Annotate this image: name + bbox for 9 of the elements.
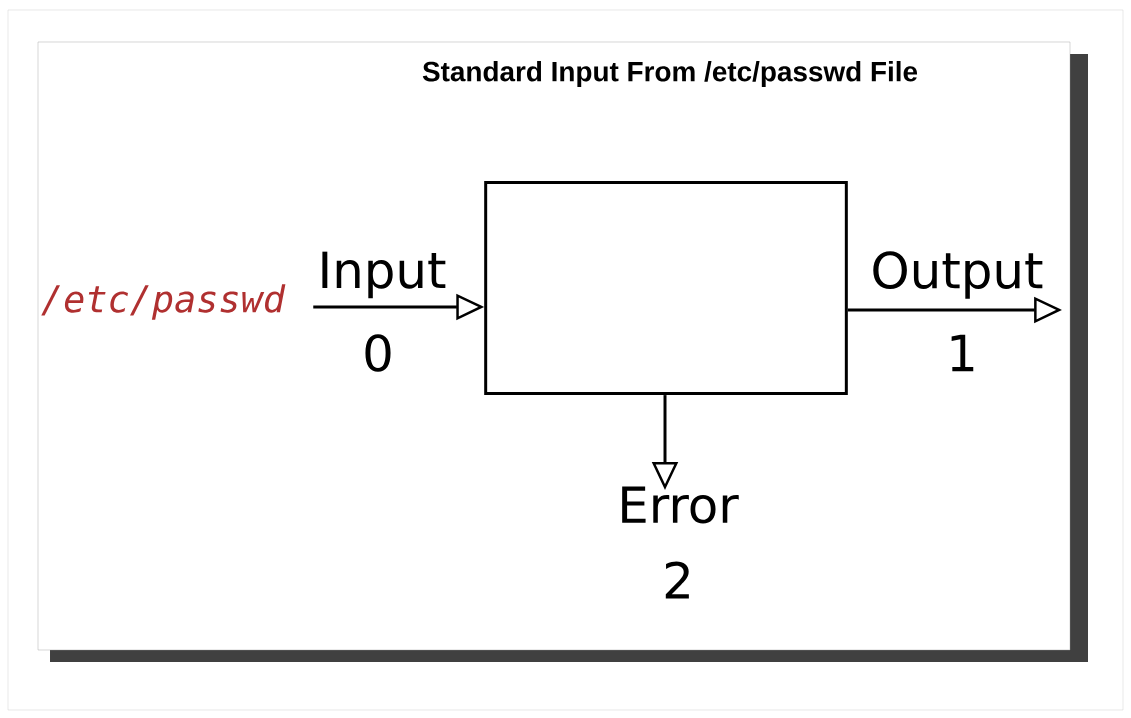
title: Standard Input From /etc/passwd File [422,61,918,87]
process-box [484,180,848,396]
stream-number: 1 [951,334,974,372]
edge-label: Error [622,486,739,524]
file-name: /etc/passwd [41,284,286,320]
stream-number: 0 [365,334,391,372]
edge-label: Input [322,251,446,299]
edge-label: Output [873,251,1043,299]
stream-number: 2 [665,561,689,599]
